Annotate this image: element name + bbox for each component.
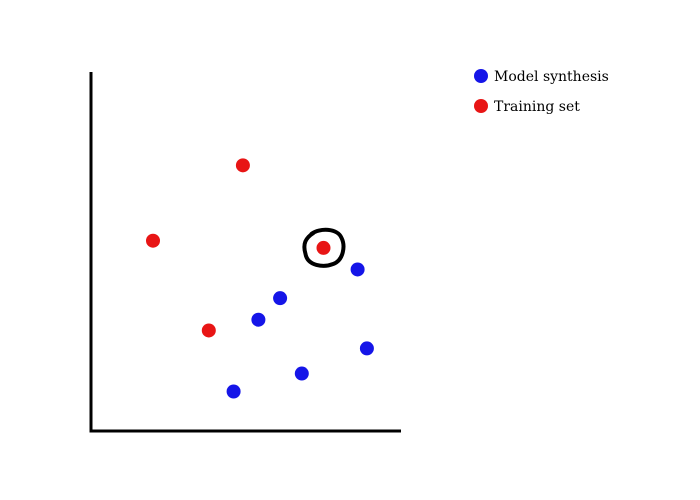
model-synthesis-point-3 <box>294 366 309 381</box>
training-set-point-1 <box>201 323 216 338</box>
legend-marker-training-set <box>474 99 488 113</box>
training-set-point-0 <box>146 233 160 248</box>
model-synthesis-point-1 <box>251 312 266 327</box>
chart-marks <box>146 158 374 399</box>
model-synthesis-point-5 <box>359 341 374 356</box>
chart-axes <box>89 72 401 433</box>
model-synthesis-point-0 <box>226 384 241 399</box>
training-set-point-2 <box>235 158 250 173</box>
model-synthesis-point-2 <box>273 291 288 306</box>
chart-annotations <box>302 227 346 268</box>
training-set-point-3 <box>316 240 331 255</box>
highlight-circle <box>302 227 346 268</box>
model-synthesis-point-4 <box>350 262 365 277</box>
legend-marker-model-synthesis <box>474 69 488 83</box>
legend-label-model-synthesis: Model synthesis <box>494 69 609 85</box>
legend-label-training-set: Training set <box>494 99 580 115</box>
